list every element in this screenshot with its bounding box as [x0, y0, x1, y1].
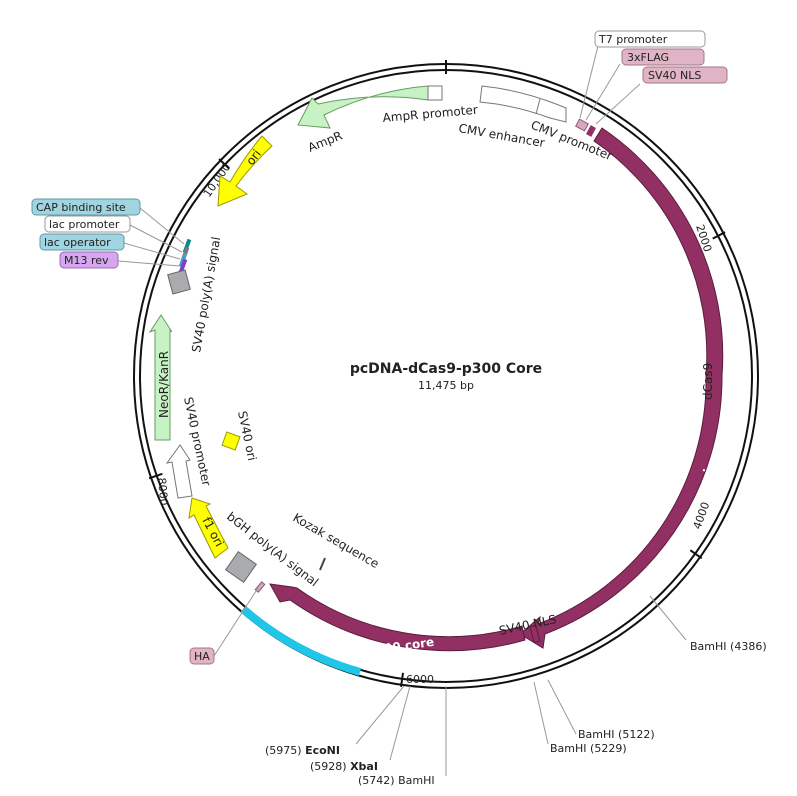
ha-tag[interactable]	[189, 647, 215, 665]
t7-leader	[579, 45, 599, 119]
lac-promoter-tag[interactable]	[44, 215, 131, 233]
cap-leader	[139, 207, 185, 245]
kozak-feature[interactable]	[319, 557, 326, 571]
t7-promoter-label: T7 promoter	[598, 33, 668, 46]
dcas9-divider	[702, 469, 719, 474]
site-bamhi-5122[interactable]: BamHI (5122)	[578, 728, 655, 741]
cmv-enhancer-feature[interactable]	[479, 85, 567, 123]
lac-promoter-label: lac promoter	[49, 218, 120, 231]
dcas9-label: dCas9	[701, 363, 715, 400]
ha-leader	[213, 587, 259, 657]
bgh-polya-feature[interactable]	[224, 550, 258, 584]
sv40-nls-top-leader	[595, 83, 641, 125]
t7-promoter-tag[interactable]	[594, 30, 706, 48]
ori-feature[interactable]	[217, 135, 273, 207]
cmv-divider	[535, 98, 541, 115]
m13-rev-feature[interactable]	[178, 258, 188, 274]
plasmid-length: 11,475 bp	[418, 379, 474, 392]
tick-label-4000: 4000	[691, 500, 713, 531]
sv40-polya-feature[interactable]	[167, 269, 191, 295]
neor-feature[interactable]	[148, 314, 173, 441]
3xflag-tag[interactable]	[621, 48, 705, 66]
sv40-nls-top-tag[interactable]	[642, 66, 728, 84]
site-bamhi-4386[interactable]: BamHI (4386)	[690, 640, 767, 653]
m13-rev-tag[interactable]	[59, 251, 119, 269]
lac-operator-feature[interactable]	[178, 252, 188, 268]
ampr-label: AmpR	[306, 128, 344, 154]
lac-promoter-leader	[129, 224, 183, 253]
m13-rev-label: M13 rev	[64, 254, 109, 267]
3xflag-leader	[585, 63, 621, 121]
lac-operator-label: lac operator	[44, 236, 111, 249]
ha-label: HA	[194, 650, 210, 663]
sv40-nls-top-label: SV40 NLS	[648, 69, 701, 82]
plasmid-title: pcDNA-dCas9-p300 Core	[350, 361, 542, 377]
ha-feature[interactable]	[254, 581, 266, 593]
site-xbai[interactable]: (5928) XbaI	[310, 760, 378, 773]
xbai-leader	[389, 685, 411, 761]
bamhi-4386-leader	[649, 595, 687, 641]
3xflag-feature[interactable]	[575, 118, 589, 132]
tick-label-6000: 6000	[406, 673, 434, 686]
sv40-promoter-feature[interactable]	[165, 444, 193, 499]
tick-6000	[400, 672, 404, 687]
tick-4000	[689, 549, 703, 560]
ampr-feature[interactable]	[297, 85, 429, 129]
dcas9-feature[interactable]	[519, 127, 724, 649]
sv40-nls-top-feature[interactable]	[586, 125, 596, 137]
tick-label-8000: 8000	[155, 477, 170, 506]
3xflag-label: 3xFLAG	[627, 51, 669, 64]
cap-binding-tag[interactable]	[31, 198, 141, 216]
bamhi-5122-leader	[547, 679, 577, 735]
sv40-polya-label: SV40 poly(A) signal	[189, 236, 223, 354]
lac-operator-leader	[123, 242, 181, 260]
kozak-label: Kozak sequence	[291, 510, 382, 571]
p300-core-feature[interactable]	[269, 583, 526, 652]
ampr-promoter-feature[interactable]	[427, 85, 443, 101]
site-econi[interactable]: (5975) EcoNI	[265, 744, 340, 757]
sv40-ori-feature[interactable]	[221, 431, 241, 451]
econi-leader	[355, 685, 405, 745]
site-bamhi-5742[interactable]: (5742) BamHI	[358, 774, 435, 787]
f1-ori-feature[interactable]	[188, 497, 229, 559]
cap-binding-label: CAP binding site	[36, 201, 126, 214]
tick-8000	[148, 472, 163, 480]
site-bamhi-5229[interactable]: BamHI (5229)	[550, 742, 627, 755]
bamhi-5229-leader	[533, 681, 549, 745]
cyan-region[interactable]	[240, 605, 362, 676]
sv40-nls-bottom-feature[interactable]	[529, 624, 541, 644]
tick-2000	[712, 231, 726, 240]
lac-operator-tag[interactable]	[39, 233, 125, 251]
m13-rev-leader	[117, 260, 181, 267]
tick-10000	[218, 158, 230, 170]
neor-label: NeoR/KanR	[157, 351, 171, 418]
